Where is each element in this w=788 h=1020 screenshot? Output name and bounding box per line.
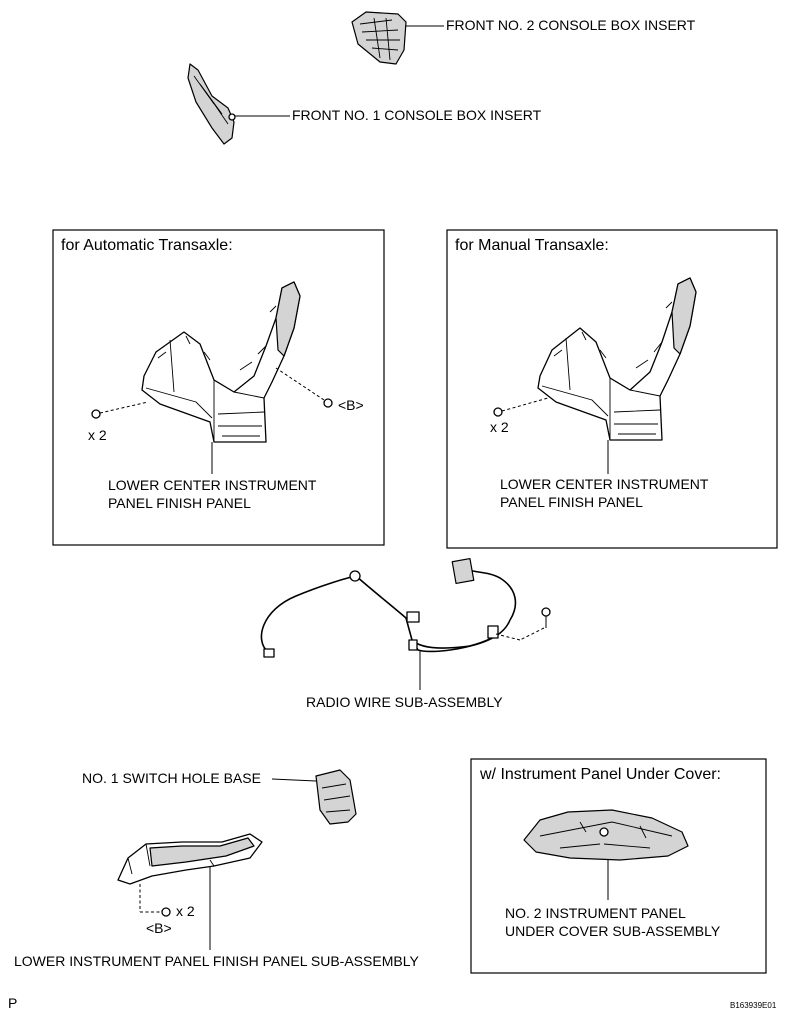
clip-icon <box>493 407 503 417</box>
automatic-lower-center-panel <box>91 281 333 474</box>
figure-code: B163939E01 <box>730 1001 777 1010</box>
manual-lower-center-panel <box>493 277 697 474</box>
front-no2-console-box-insert <box>351 11 444 65</box>
clip-icon <box>91 409 101 419</box>
automatic-transaxle-title: for Automatic Transaxle: <box>61 237 233 254</box>
lower-screw-quantity: x 2 <box>176 903 195 919</box>
under-cover-title: w/ Instrument Panel Under Cover: <box>479 766 721 783</box>
radio-wire-sub-assembly <box>260 558 551 690</box>
under-cover-label-line2: UNDER COVER SUB-ASSEMBLY <box>505 923 721 939</box>
lower-instrument-panel-finish-panel <box>117 833 263 950</box>
no1-switch-hole-base <box>271 769 357 825</box>
manual-panel-label-line2: PANEL FINISH PANEL <box>500 494 643 510</box>
manual-transaxle-box <box>446 229 778 549</box>
screw-icon <box>161 907 171 917</box>
lower-panel-label: LOWER INSTRUMENT PANEL FINISH PANEL SUB-… <box>14 953 419 969</box>
manual-transaxle-title: for Manual Transaxle: <box>455 237 609 254</box>
automatic-panel-label-line1: LOWER CENTER INSTRUMENT <box>108 477 317 493</box>
front-no1-console-box-insert <box>187 63 290 145</box>
automatic-transaxle-box <box>52 229 385 546</box>
lower-screw-ref: <B> <box>146 920 172 936</box>
no2-instrument-panel-under-cover <box>523 809 689 900</box>
radio-wire-label: RADIO WIRE SUB-ASSEMBLY <box>306 694 503 710</box>
corner-mark: P <box>8 995 17 1011</box>
screw-icon <box>323 398 333 408</box>
switch-hole-base-label: NO. 1 SWITCH HOLE BASE <box>82 770 261 786</box>
front-no1-insert-label: FRONT NO. 1 CONSOLE BOX INSERT <box>292 107 542 123</box>
automatic-clip-quantity: x 2 <box>88 427 107 443</box>
bolt-icon <box>541 607 551 617</box>
manual-panel-label-line1: LOWER CENTER INSTRUMENT <box>500 476 709 492</box>
automatic-screw-ref: <B> <box>338 397 364 413</box>
manual-clip-quantity: x 2 <box>490 419 509 435</box>
under-cover-label-line1: NO. 2 INSTRUMENT PANEL <box>505 905 686 921</box>
under-cover-box <box>470 758 767 974</box>
automatic-panel-label-line2: PANEL FINISH PANEL <box>108 495 251 511</box>
front-no2-insert-label: FRONT NO. 2 CONSOLE BOX INSERT <box>446 17 696 33</box>
